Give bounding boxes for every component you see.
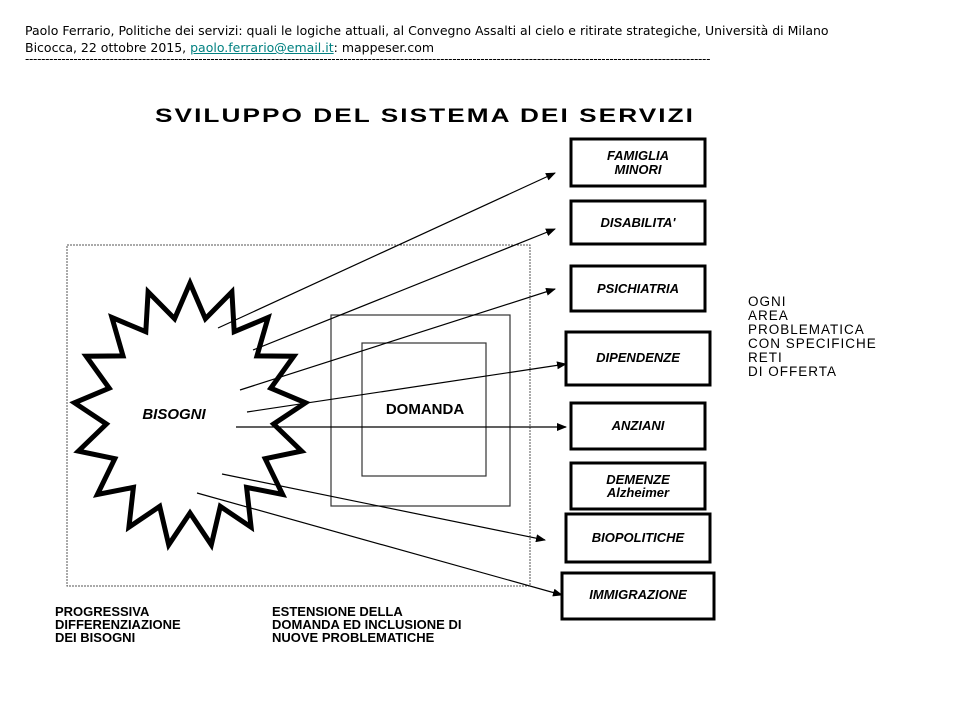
arrow <box>252 228 556 351</box>
website-text: : mappeser.com <box>333 40 435 55</box>
arrow <box>221 473 546 543</box>
arrow <box>217 172 556 329</box>
arrow <box>239 287 556 391</box>
area-box-psichiatria[interactable] <box>569 264 707 313</box>
arrow <box>246 361 567 413</box>
area-label: Alzheimer <box>606 485 670 500</box>
caption-line: DOMANDA ED INCLUSIONE DI <box>272 617 462 632</box>
area-label: IMMIGRAZIONE <box>589 587 687 602</box>
system-boundary <box>66 244 531 587</box>
area-boxes: FAMIGLIA MINORI DISABILITA' PSICHIATRIA … <box>560 137 716 621</box>
area-label: DIPENDENZE <box>596 350 680 365</box>
caption-demand: ESTENSIONE DELLA DOMANDA ED INCLUSIONE D… <box>272 605 461 644</box>
side-note-line: CON SPECIFICHE <box>748 336 877 351</box>
area-label: BIOPOLITICHE <box>592 530 685 545</box>
area-label: FAMIGLIA <box>607 148 669 163</box>
caption-line: ESTENSIONE DELLA <box>272 604 403 619</box>
area-box-disabilita[interactable] <box>569 199 707 246</box>
citation-line-1: Paolo Ferrario, Politiche dei servizi: q… <box>25 23 829 38</box>
caption-needs: PROGRESSIVA DIFFERENZIAZIONE DEI BISOGNI <box>55 605 181 644</box>
area-box-famiglia[interactable] <box>569 137 707 188</box>
caption-line: DEI BISOGNI <box>55 630 136 645</box>
arrows <box>196 172 567 597</box>
header-citation: Paolo Ferrario, Politiche dei servizi: q… <box>25 22 945 56</box>
area-label: DISABILITA' <box>600 215 676 230</box>
area-label: PSICHIATRIA <box>597 281 679 296</box>
side-note-line: DI OFFERTA <box>748 364 838 379</box>
area-label: MINORI <box>615 162 662 177</box>
demand-outer-box <box>330 314 511 507</box>
citation-text: Bicocca, 22 ottobre 2015, <box>25 40 191 55</box>
caption-line: NUOVE PROBLEMATICHE <box>272 630 435 645</box>
area-box-demenze[interactable] <box>569 461 707 511</box>
demand-inner-box <box>361 342 487 477</box>
side-note-line: PROBLEMATICA <box>748 322 865 337</box>
area-label: DEMENZE <box>606 472 670 487</box>
demand-label: DOMANDA <box>386 401 464 418</box>
caption-line: DIFFERENZIAZIONE <box>55 617 181 632</box>
side-note-line: AREA <box>748 308 789 323</box>
dashed-divider: ----------------------------------------… <box>25 52 711 66</box>
caption-line: PROGRESSIVA <box>55 604 150 619</box>
citation-line-2: Bicocca, 22 ottobre 2015, paolo.ferrario… <box>25 39 945 56</box>
side-note: OGNI AREA PROBLEMATICA CON SPECIFICHE RE… <box>748 295 877 379</box>
area-label: ANZIANI <box>611 418 665 433</box>
area-box-immigrazione[interactable] <box>560 571 716 621</box>
area-box-biopolitiche[interactable] <box>564 512 712 564</box>
side-note-line: OGNI <box>748 294 787 309</box>
side-note-line: RETI <box>748 350 783 365</box>
area-box-anziani[interactable] <box>569 401 707 451</box>
needs-label: BISOGNI <box>142 406 206 423</box>
diagram-title: SVILUPPO DEL SISTEMA DEI SERVIZI <box>155 106 695 127</box>
arrow <box>196 492 563 597</box>
area-box-dipendenze[interactable] <box>564 330 712 387</box>
email-link[interactable]: paolo.ferrario@email.it <box>190 40 334 55</box>
